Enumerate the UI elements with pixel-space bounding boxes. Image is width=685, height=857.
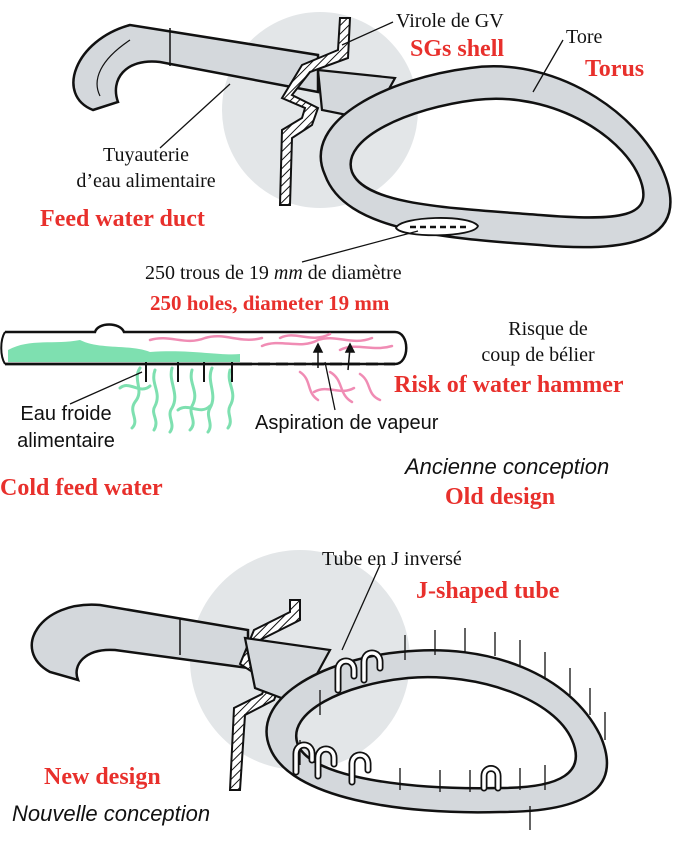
- label-old-design-en: Old design: [445, 484, 556, 510]
- label-cold-fr-2: alimentaire: [17, 430, 115, 452]
- label-steam-fr: Aspiration de vapeur: [255, 412, 439, 434]
- label-sg-shell-fr: Virole de GV: [396, 10, 504, 32]
- label-hammer-fr-2: coup de bélier: [481, 344, 595, 366]
- label-holes-fr-unit: mm: [273, 262, 303, 284]
- inverted-j-tube-fill: [294, 651, 500, 790]
- new-feed-water-duct: [30, 603, 250, 682]
- label-sg-shell-en: SGs shell: [410, 36, 505, 62]
- leader-holes: [301, 230, 419, 263]
- label-torus-fr: Tore: [566, 26, 603, 48]
- leader-duct: [159, 83, 231, 149]
- label-old-design-fr: Ancienne conception: [405, 454, 610, 479]
- orifice-markers: [145, 362, 233, 382]
- label-holes-en: 250 holes, diameter 19 mm: [150, 291, 390, 315]
- label-cold-fr-1: Eau froide: [20, 403, 112, 425]
- cold-water-jets: [118, 366, 235, 434]
- new-design-drawing: [30, 550, 609, 830]
- old-feed-water-duct: [72, 23, 320, 112]
- label-feed-duct-fr-1: Tuyauterie: [103, 144, 189, 166]
- label-hammer-en: Risk of water hammer: [394, 372, 624, 398]
- old-orifice-holes-icon: [395, 217, 479, 237]
- old-torus-ring: [319, 65, 672, 249]
- old-design-drawing: [72, 12, 672, 263]
- label-new-design-fr: Nouvelle conception: [12, 801, 211, 826]
- leader-torus: [532, 39, 564, 93]
- old-sg-shell-section-icon: [278, 17, 352, 206]
- cold-water-layer: [8, 340, 240, 362]
- label-holes-fr: 250 trous de 19 mm de diamètre: [145, 262, 402, 284]
- label-feed-duct-en: Feed water duct: [40, 206, 205, 232]
- leader-sg-shell: [341, 21, 394, 46]
- label-holes-fr-post: de diamètre: [302, 262, 402, 284]
- label-torus-en: Torus: [585, 56, 645, 82]
- leader-j-tube: [341, 564, 381, 651]
- label-jtube-en: J-shaped tube: [416, 578, 560, 604]
- leader-steam: [324, 361, 336, 411]
- torus-support-pins: [299, 628, 606, 830]
- hole-detail-drawing: [0, 323, 408, 434]
- label-hammer-fr-1: Risque de: [508, 318, 588, 340]
- label-feed-duct-fr-2: d’eau alimentaire: [76, 170, 216, 192]
- suction-arrows: [312, 342, 356, 371]
- label-jtube-fr: Tube en J inversé: [322, 548, 462, 570]
- label-holes-fr-pre: 250 trous de 19: [145, 262, 274, 284]
- label-new-design-en: New design: [44, 764, 161, 790]
- leader-cold-water: [69, 371, 143, 405]
- label-cold-en: Cold feed water: [0, 475, 163, 501]
- steam-swirls: [148, 332, 394, 404]
